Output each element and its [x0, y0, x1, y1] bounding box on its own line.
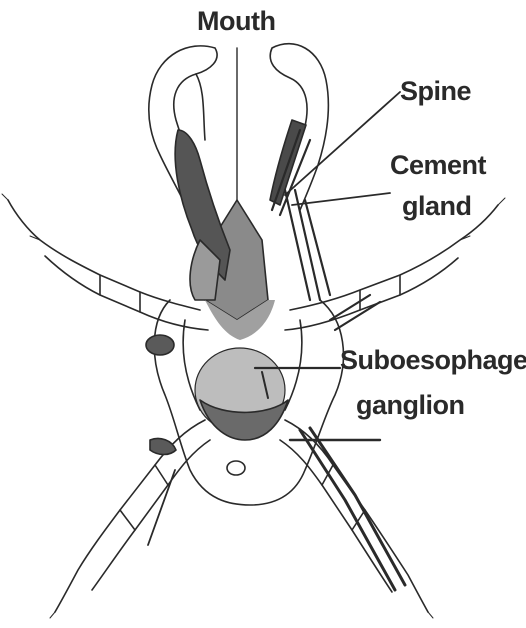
leg1-left: [8, 200, 208, 330]
leg2-right-stripes: [300, 428, 405, 590]
body-tip: [227, 461, 245, 475]
leg1-right-joint: [360, 275, 400, 310]
ganglion-label-line1: Suboesophagea: [340, 345, 526, 375]
leg1-left-coxa: [146, 335, 174, 355]
leg2-left-joint: [120, 465, 168, 530]
leg1-left-joint: [100, 275, 140, 312]
leg2-left: [55, 420, 210, 612]
leg1-right: [285, 205, 498, 330]
cement-gland-label-line1: Cement: [390, 150, 486, 180]
spine-pointer: [285, 92, 400, 195]
left-chelicera-inner: [196, 74, 205, 140]
mouth-label: Mouth: [197, 6, 275, 36]
spine-label: Spine: [400, 76, 471, 106]
leg2-left-dark: [150, 438, 176, 454]
ganglion-label-line2: ganglion: [356, 390, 464, 420]
cement-gland-label-line2: gland: [402, 191, 472, 221]
